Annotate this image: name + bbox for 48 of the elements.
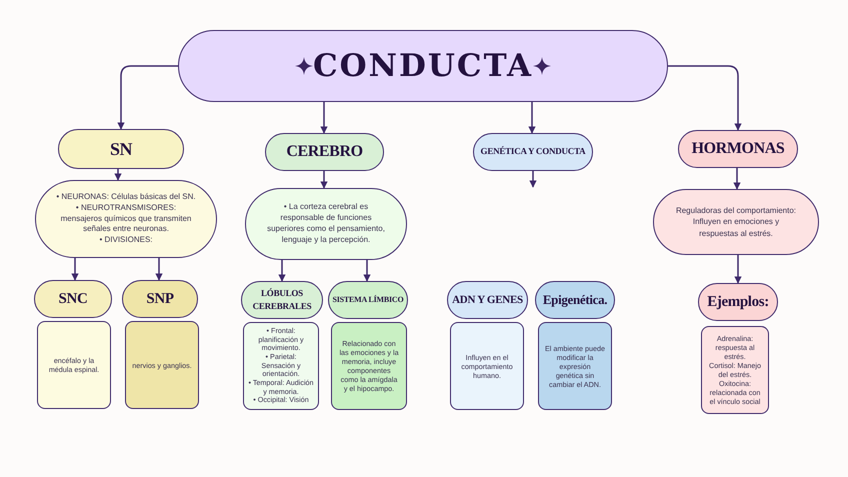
info-card: [450, 322, 524, 410]
bullet-item: • La corteza cerebral es responsable de funciones superiores como el pensamiento, lenguaje y la percepción.: [266, 202, 386, 246]
bullet-item: • NEUROTRANSMISORES: mensajeros químicos que transmiten señales entre neuronas.: [60, 202, 192, 236]
arrow: [734, 253, 742, 284]
info-card: [331, 322, 407, 410]
arrow: [320, 171, 328, 189]
arrow: [278, 258, 286, 282]
bullet-item: • DIVISIONES:: [98, 235, 154, 246]
arrow: [320, 102, 328, 134]
arrow: [668, 65, 742, 131]
heading-text: Epigenética.: [542, 291, 608, 310]
topic-pill: [265, 133, 384, 171]
heading-text: LÓBULOS CEREBRALES: [252, 286, 312, 313]
heading-text: SN: [110, 138, 132, 160]
subtopic-pill: [241, 281, 323, 319]
subtopic-pill: [328, 281, 408, 319]
heading-text: Ejemplos:: [707, 292, 769, 312]
subtopic-pill: [122, 280, 198, 318]
arrow: [528, 102, 536, 134]
heading-text: SISTEMA LÍMBICO: [332, 294, 404, 306]
info-card: [37, 321, 111, 409]
info-card: [538, 322, 612, 410]
arrow: [114, 169, 122, 181]
heading-text: SNP: [146, 290, 174, 309]
arrow: [733, 168, 741, 190]
info-card: [125, 321, 199, 409]
heading-text: SNC: [58, 290, 88, 309]
subtopic-pill: [447, 281, 528, 319]
info-card: [701, 326, 769, 414]
info-card: [243, 322, 319, 410]
arrow: [363, 258, 371, 282]
topic-pill: [678, 130, 798, 168]
topic-pill: [473, 133, 593, 171]
body-text: Reguladoras del comportamiento: Influyen en emociones y respuestas al estrés.: [674, 205, 798, 239]
topic-pill: [58, 129, 184, 169]
subtopic-pill: [34, 280, 112, 318]
arrow: [71, 256, 79, 281]
heading-text: HORMONAS: [692, 139, 784, 159]
subtopic-pill: [535, 281, 615, 319]
arrow: [117, 65, 178, 130]
heading-text: CEREBRO: [286, 142, 363, 162]
arrow: [155, 256, 163, 281]
heading-text: ADN Y GENES: [452, 292, 523, 308]
subtopic-pill: [698, 283, 778, 321]
bullet-item: • NEURONAS: Células básicas del SN.: [56, 192, 196, 203]
heading-text: GENÉTICA Y CONDUCTA: [480, 145, 586, 158]
arrow: [529, 171, 537, 188]
title-text: CONDUCTA: [312, 46, 534, 86]
